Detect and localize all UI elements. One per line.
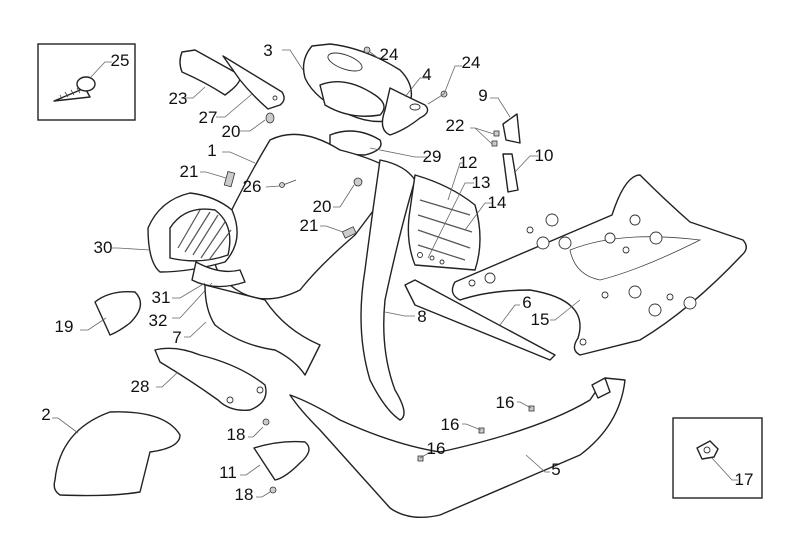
part-10-vent-strip bbox=[502, 153, 538, 193]
part-18-screw-a bbox=[248, 418, 270, 438]
part-label-p24a: 24 bbox=[380, 45, 399, 64]
part-label-p1: 1 bbox=[207, 141, 216, 160]
part-16-clip-c bbox=[417, 449, 435, 462]
part-label-p25: 25 bbox=[111, 51, 130, 70]
part-label-p13: 13 bbox=[472, 173, 491, 192]
part-label-p7: 7 bbox=[172, 328, 181, 347]
part-label-p19: 19 bbox=[55, 317, 74, 336]
part-6-floor-plate bbox=[404, 279, 556, 361]
part-32-bracket bbox=[172, 282, 213, 319]
part-22-clips bbox=[470, 127, 500, 147]
part-label-p5: 5 bbox=[551, 460, 560, 479]
part-7-inner-panel bbox=[184, 284, 321, 376]
part-16-clip-a bbox=[517, 401, 535, 412]
part-label-p32: 32 bbox=[149, 311, 168, 330]
part-label-p17: 17 bbox=[735, 470, 754, 489]
part-label-p2: 2 bbox=[41, 405, 50, 424]
part-label-p16a: 16 bbox=[496, 393, 515, 412]
part-11-cover bbox=[240, 440, 310, 481]
part-5-lower-skirt bbox=[289, 377, 626, 518]
part-labels: 1234567891011121314151616161718181920202… bbox=[41, 41, 753, 504]
part-label-p18b: 18 bbox=[235, 485, 254, 504]
part-label-p8: 8 bbox=[417, 307, 426, 326]
part-label-p16b: 16 bbox=[441, 415, 460, 434]
part-21-badge-a bbox=[200, 170, 236, 188]
part-label-p6: 6 bbox=[522, 293, 531, 312]
clip-icon bbox=[696, 440, 719, 460]
part-label-p3: 3 bbox=[263, 41, 272, 60]
part-label-p20a: 20 bbox=[222, 122, 241, 141]
part-2-front-fender bbox=[52, 411, 181, 497]
part-27-panel bbox=[216, 55, 285, 118]
part-label-p14: 14 bbox=[488, 193, 507, 212]
part-label-p22: 22 bbox=[446, 116, 465, 135]
part-label-p21a: 21 bbox=[180, 162, 199, 181]
part-23-panel bbox=[179, 49, 242, 99]
part-label-p29: 29 bbox=[423, 147, 442, 166]
part-label-p11: 11 bbox=[219, 463, 237, 482]
part-label-p9: 9 bbox=[478, 86, 487, 105]
part-label-p21b: 21 bbox=[300, 216, 319, 235]
inset-box-screw bbox=[37, 43, 136, 121]
part-9-bracket bbox=[490, 97, 521, 144]
part-21-badge-b bbox=[320, 225, 357, 239]
part-label-p10: 10 bbox=[535, 146, 554, 165]
inset-box-clip bbox=[672, 417, 763, 499]
part-label-p24b: 24 bbox=[462, 53, 481, 72]
part-label-p23: 23 bbox=[169, 89, 188, 108]
part-3-handlebar-cover bbox=[282, 43, 413, 123]
part-24-nut-b bbox=[427, 65, 462, 105]
part-15-footboard bbox=[451, 174, 747, 356]
part-label-p15: 15 bbox=[531, 310, 550, 329]
part-label-p18a: 18 bbox=[227, 425, 246, 444]
part-label-p16c: 16 bbox=[427, 439, 446, 458]
part-24-nut-a bbox=[363, 46, 385, 59]
part-12-13-14-tunnel bbox=[407, 162, 492, 271]
part-31-bracket bbox=[172, 261, 246, 299]
part-label-p20b: 20 bbox=[313, 197, 332, 216]
part-19-cap bbox=[80, 291, 142, 336]
part-8-frame-cover bbox=[360, 159, 416, 421]
part-18-screw-b bbox=[256, 486, 277, 498]
part-26-screw bbox=[265, 179, 297, 188]
part-label-p27: 27 bbox=[199, 108, 218, 127]
part-28-underplate bbox=[154, 347, 267, 411]
part-label-p31: 31 bbox=[152, 288, 171, 307]
part-label-p30: 30 bbox=[94, 238, 113, 257]
part-label-p28: 28 bbox=[131, 377, 150, 396]
part-20-fastener-b bbox=[333, 177, 363, 208]
screw-icon bbox=[53, 76, 96, 102]
footboard-holes bbox=[468, 213, 697, 346]
part-label-p26: 26 bbox=[243, 177, 262, 196]
part-30-headlight bbox=[112, 192, 238, 273]
part-label-p12: 12 bbox=[459, 153, 478, 172]
part-4-handlebar-rear bbox=[381, 77, 429, 136]
part-16-clip-b bbox=[462, 423, 485, 434]
part-label-p4: 4 bbox=[422, 65, 431, 84]
part-20-fastener bbox=[240, 112, 275, 132]
